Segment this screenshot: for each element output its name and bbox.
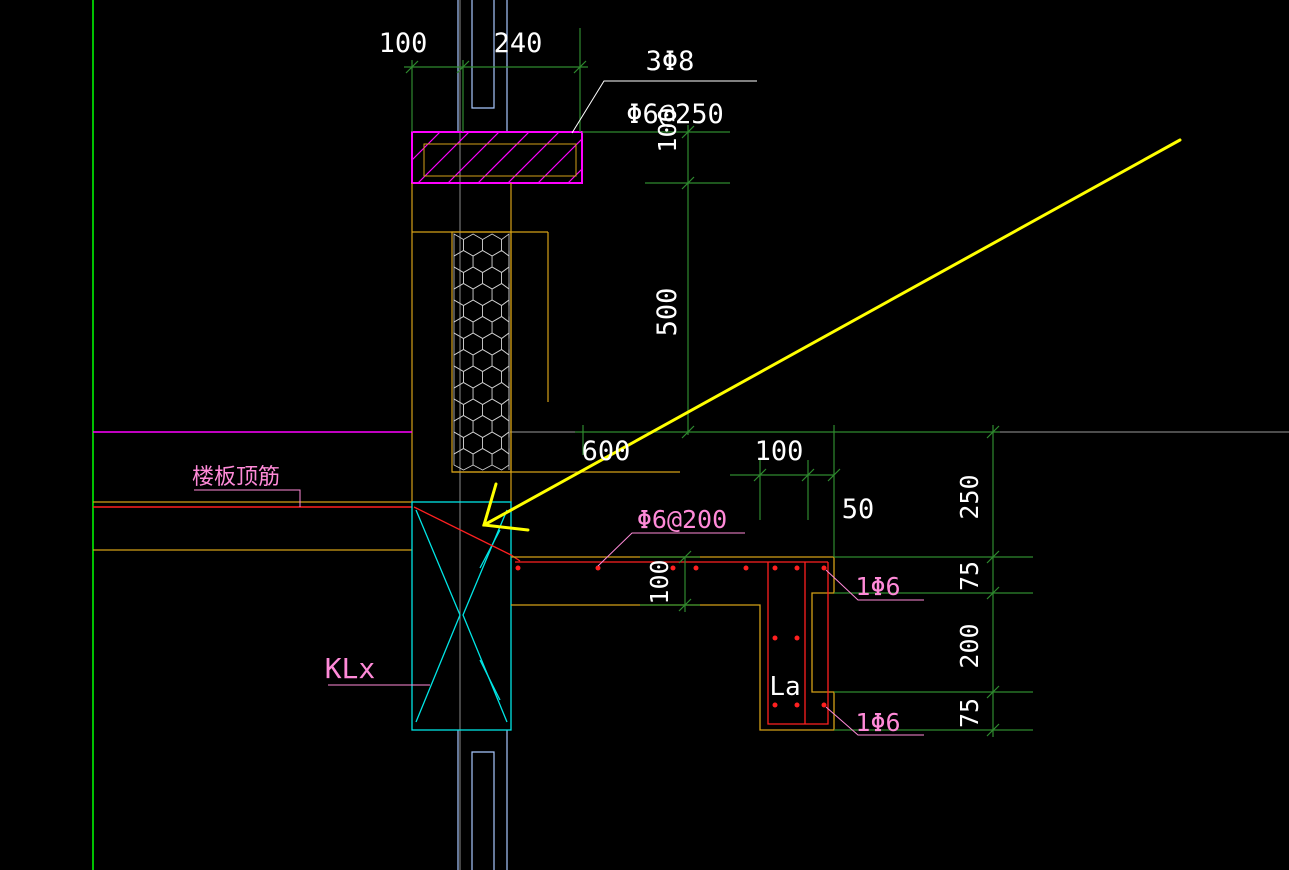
pointer-arrow bbox=[482, 138, 1182, 532]
coping-beam bbox=[411, 131, 583, 184]
floor-rebar-leader bbox=[194, 489, 301, 507]
upper-wall bbox=[457, 0, 508, 132]
honeycomb-cell bbox=[501, 365, 510, 389]
honeycomb-cell bbox=[453, 431, 464, 455]
honeycomb-cell bbox=[453, 332, 464, 356]
label-coping-stirrup: Φ6@250 bbox=[626, 99, 724, 130]
honeycomb-cell bbox=[472, 250, 493, 273]
label-frame-beam: KLx bbox=[325, 652, 376, 685]
dim-vertical-50: 50 bbox=[842, 494, 875, 525]
honeycomb-cell bbox=[482, 398, 503, 422]
honeycomb-cell bbox=[453, 365, 464, 389]
parapet-wall bbox=[411, 183, 680, 502]
dimension-lines bbox=[404, 28, 1033, 737]
dim-vertical-500: 500 bbox=[652, 288, 683, 337]
honeycomb-cell bbox=[491, 448, 510, 471]
label-upturn-bottom-bar: 1Φ6 bbox=[855, 708, 900, 737]
honeycomb-cell bbox=[453, 283, 474, 306]
honeycomb-cell bbox=[472, 349, 493, 372]
honeycomb-cell bbox=[453, 233, 464, 257]
dim-horizontal-600: 600 bbox=[582, 436, 631, 467]
honeycomb-cell bbox=[463, 266, 484, 290]
honeycomb-cell bbox=[453, 398, 464, 422]
dim-right-75-top: 75 bbox=[955, 561, 984, 591]
dim-horizontal-100: 100 bbox=[755, 436, 804, 467]
floor-slab bbox=[93, 431, 412, 551]
dim-right-200: 200 bbox=[955, 623, 984, 668]
honeycomb-cell bbox=[482, 299, 503, 323]
honeycomb-cell bbox=[453, 448, 474, 471]
label-floor-top-rebar: 楼板顶筋 bbox=[192, 465, 280, 490]
honeycomb-cell bbox=[463, 233, 484, 257]
slab-bent-rebar bbox=[413, 506, 521, 562]
honeycomb-cell bbox=[501, 431, 510, 455]
slab-rebar bbox=[515, 561, 829, 725]
dim-cap-100: 100 bbox=[653, 107, 682, 152]
honeycomb-cell bbox=[463, 299, 484, 323]
honeycomb-cell bbox=[472, 316, 493, 339]
honeycomb-cell bbox=[453, 316, 474, 339]
label-coping-top-rebar: 3Φ8 bbox=[646, 46, 695, 77]
honeycomb-cell bbox=[501, 398, 510, 422]
honeycomb-cell bbox=[463, 398, 484, 422]
label-upturn-top-bar: 1Φ6 bbox=[855, 572, 900, 601]
honeycomb-cell bbox=[463, 332, 484, 356]
label-edge-beam: La bbox=[769, 672, 800, 702]
dim-right-75-bottom: 75 bbox=[955, 698, 984, 728]
structure-geometry bbox=[92, 0, 1289, 870]
honeycomb-cell bbox=[482, 233, 503, 257]
honeycomb-cell bbox=[453, 266, 464, 290]
label-slab-rebar: Φ6@200 bbox=[637, 505, 727, 534]
dim-right-250: 250 bbox=[955, 474, 984, 519]
honeycomb-cell bbox=[501, 332, 510, 356]
lower-wall bbox=[457, 730, 508, 870]
honeycomb-cell bbox=[501, 299, 510, 323]
honeycomb-cell bbox=[453, 349, 474, 372]
honeycomb-cell bbox=[472, 448, 493, 471]
slab-rebar-leader bbox=[597, 532, 745, 567]
dim-top-100: 100 bbox=[379, 28, 428, 59]
frame-beam bbox=[411, 501, 512, 731]
honeycomb-cell bbox=[453, 415, 474, 438]
rebar-dots bbox=[515, 565, 827, 708]
honeycomb-cell bbox=[472, 283, 493, 306]
honeycomb-cell bbox=[482, 332, 503, 356]
insulation-honeycomb bbox=[453, 233, 510, 471]
honeycomb-cell bbox=[453, 299, 464, 323]
coping-leader bbox=[571, 80, 757, 134]
honeycomb-cell bbox=[501, 233, 510, 257]
honeycomb-cell bbox=[482, 431, 503, 455]
honeycomb-cell bbox=[463, 431, 484, 455]
honeycomb-cell bbox=[482, 365, 503, 389]
honeycomb-cell bbox=[501, 266, 510, 290]
honeycomb-cell bbox=[472, 415, 493, 438]
honeycomb-cell bbox=[463, 365, 484, 389]
honeycomb-cell bbox=[482, 266, 503, 290]
honeycomb-cell bbox=[472, 382, 493, 405]
bottom-bar-leader bbox=[825, 706, 924, 736]
dim-slab-100: 100 bbox=[645, 559, 674, 604]
honeycomb-cell bbox=[453, 250, 474, 273]
dim-top-240: 240 bbox=[494, 28, 543, 59]
cantilever-slab bbox=[511, 556, 835, 731]
honeycomb-cell bbox=[453, 382, 474, 405]
top-bar-leader bbox=[825, 569, 924, 601]
leader-lines bbox=[194, 80, 924, 736]
